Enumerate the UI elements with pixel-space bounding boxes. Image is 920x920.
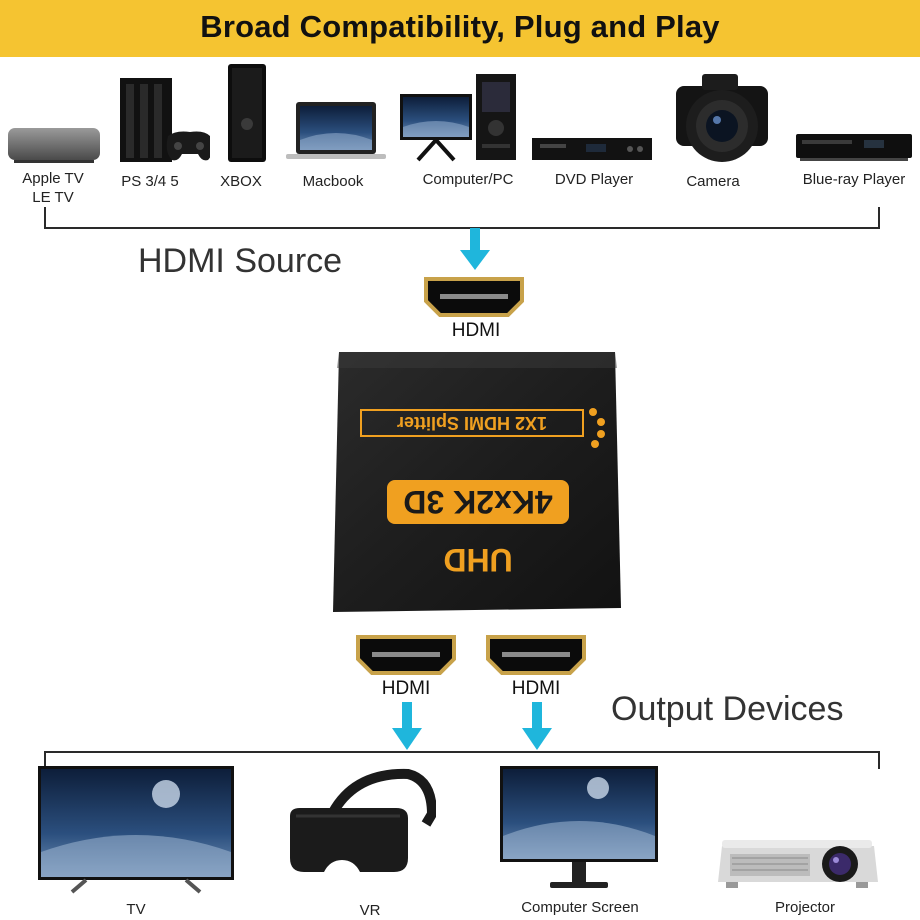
output-bracket [44,751,880,769]
hdmi-port-icon [424,277,524,317]
xbox-console-icon [228,64,266,162]
input-port-label: HDMI [451,320,501,341]
source-label-ps: PS 3/4 5 [121,173,179,190]
arrow-down-icon [460,228,490,270]
hdmi-port-icon [356,635,456,675]
desktop-pc-icon [400,74,516,162]
dvd-player-icon [532,138,652,160]
source-bracket [44,207,880,229]
splitter-resolution-label: 4Kx2K 3D [403,484,553,520]
source-label-xbox: XBOX [220,173,262,190]
source-label-dvd: DVD Player [554,171,634,188]
tv-icon [38,766,234,894]
source-label-le-tv: LE TV [32,189,74,206]
game-console-icon [120,78,210,162]
output-label-projector: Projector [774,899,836,916]
output-label-tv: TV [126,901,146,918]
vr-headset-icon [290,768,436,872]
source-label-camera: Camera [686,173,740,190]
source-label-apple-tv: Apple TV [22,170,84,187]
top-banner [0,0,920,57]
source-label-macbook: Macbook [302,173,364,190]
banner-title: Broad Compatibility, Plug and Play [200,9,720,44]
output-devices-title: Output Devices [611,690,844,728]
bluray-player-icon [796,134,912,161]
arrow-down-icon [392,702,422,750]
tv-box-icon [8,128,100,163]
output-label-vr: VR [359,902,381,919]
camera-icon [676,74,768,162]
output-label-computer-screen: Computer Screen [521,899,639,916]
output-port-label-2: HDMI [511,678,561,699]
hdmi-source-title: HDMI Source [138,242,343,280]
splitter-uhd-label: UHD [443,542,513,578]
splitter-model-label: 1X2 HDMI Splitter [396,413,548,433]
hdmi-splitter-box: 1X2 HDMI Splitter 4Kx2K 3D UHD [331,348,623,618]
hdmi-port-icon [486,635,586,675]
laptop-icon [286,102,386,159]
output-port-label-1: HDMI [381,678,431,699]
source-label-computer: Computer/PC [422,171,514,188]
source-label-bluray: Blue-ray Player [802,171,906,188]
monitor-icon [500,766,658,888]
arrow-down-icon [522,702,552,750]
projector-icon [718,840,878,888]
